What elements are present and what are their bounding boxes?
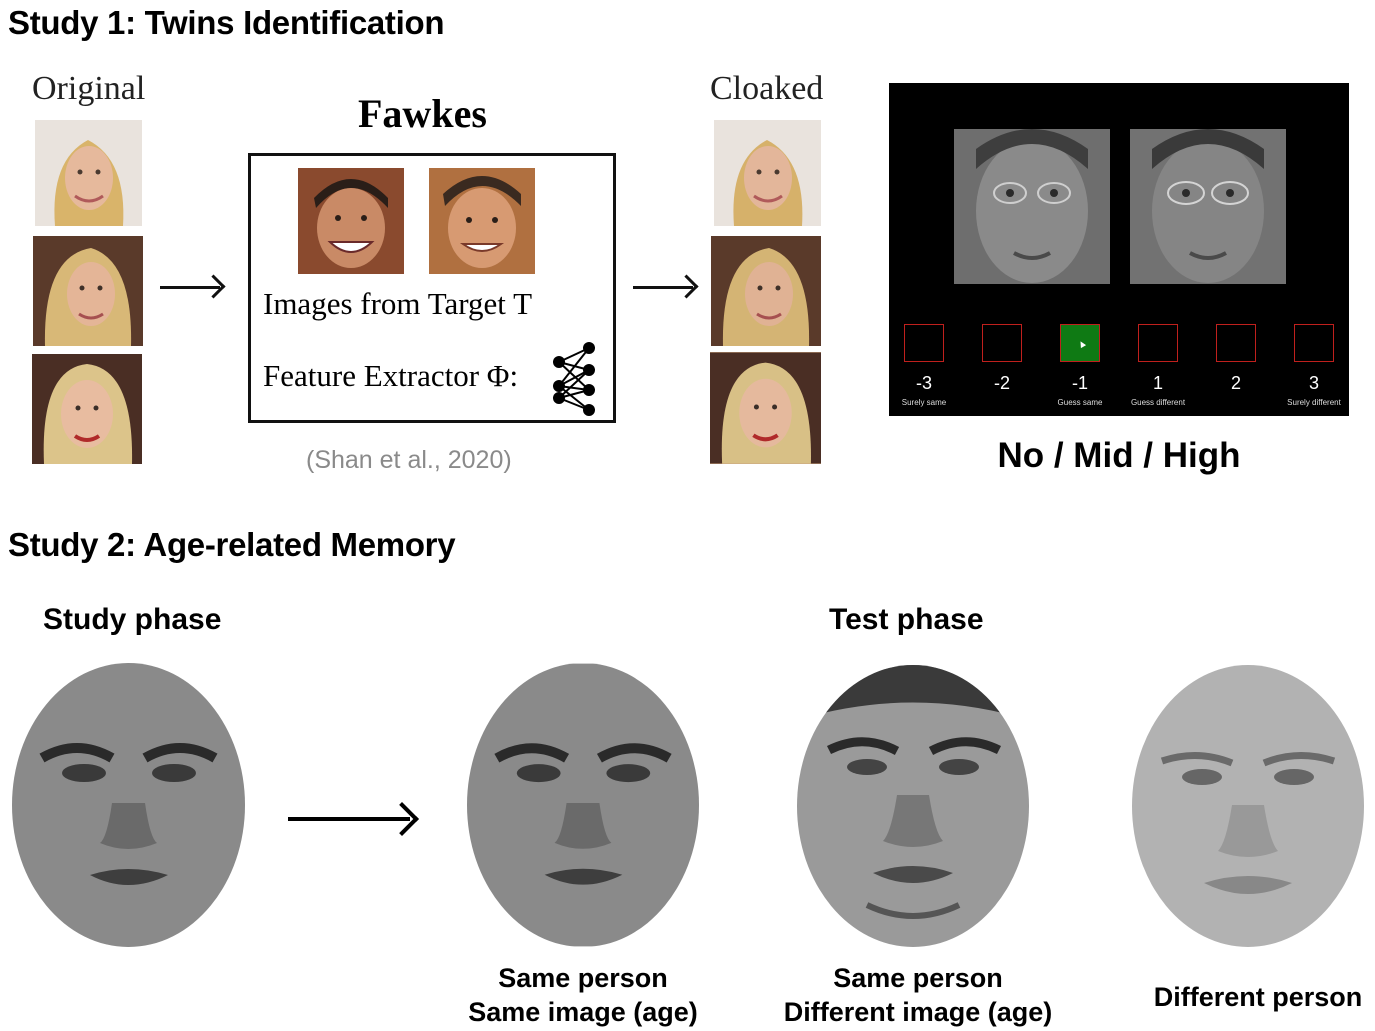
- target-face-1: [298, 168, 404, 274]
- cloaked-face-1: [714, 120, 821, 226]
- caption-different-image-line2: Different image (age): [783, 997, 1053, 1027]
- rating-box-2[interactable]: [1216, 324, 1256, 362]
- original-face-2: [33, 236, 143, 346]
- arrow-to-cloaked: [633, 286, 693, 289]
- caption-different-image-line1: Same person: [833, 963, 1003, 993]
- original-face-3: [32, 354, 142, 464]
- rating-value: -1: [1071, 373, 1088, 393]
- cloaked-face-3: [710, 352, 821, 464]
- test-face-same-image: [467, 663, 699, 947]
- twin-face-left: [954, 129, 1110, 284]
- rating-box-3[interactable]: [1294, 324, 1334, 362]
- rating-box-1[interactable]: [1138, 324, 1178, 362]
- experiment-screen: -3 -2 -1 1 2 3 Surely same Guess same Gu…: [889, 83, 1349, 416]
- study1-title: Study 1: Twins Identification: [8, 4, 445, 41]
- rating-sublabel: Guess same: [1057, 398, 1103, 407]
- citation: (Shan et al., 2020): [306, 446, 512, 474]
- caption-different-image: Same person Different image (age): [760, 961, 1076, 1029]
- twin-face-right: [1130, 129, 1286, 284]
- caption-same-image-line2: Same image (age): [468, 997, 698, 1027]
- rating-box-minus2[interactable]: [982, 324, 1022, 362]
- rating-value: 3: [1308, 373, 1319, 393]
- fawkes-box: Images from Target T Feature Extractor Φ…: [248, 153, 616, 423]
- fawkes-title: Fawkes: [358, 91, 487, 136]
- test-face-different-image: [797, 665, 1029, 947]
- neural-network-icon: [553, 342, 595, 416]
- cloaked-face-2: [711, 236, 821, 346]
- levels-label: No / Mid / High: [997, 436, 1241, 475]
- rating-value: -2: [993, 373, 1010, 393]
- study2-title: Study 2: Age-related Memory: [8, 526, 456, 563]
- caption-same-image: Same person Same image (age): [442, 961, 724, 1029]
- arrow-head-icon: [385, 802, 419, 836]
- rating-box-minus3[interactable]: [904, 324, 944, 362]
- study-to-test-arrow: [288, 802, 419, 836]
- fawkes-line1: Images from Target T: [263, 286, 533, 321]
- rating-sublabel: Guess different: [1130, 398, 1186, 407]
- original-label: Original: [32, 70, 146, 107]
- rating-box-minus1[interactable]: [1060, 324, 1100, 362]
- test-phase-label: Test phase: [829, 603, 984, 636]
- caption-same-image-line1: Same person: [498, 963, 668, 993]
- rating-value: 1: [1152, 373, 1163, 393]
- original-face-1: [35, 120, 142, 226]
- cloaked-label: Cloaked: [710, 70, 824, 107]
- rating-value: 2: [1230, 373, 1241, 393]
- arrow-to-fawkes: [160, 286, 220, 289]
- rating-value: -3: [915, 373, 932, 393]
- fawkes-line2: Feature Extractor Φ:: [263, 358, 519, 393]
- rating-sublabel: Surely different: [1287, 398, 1341, 407]
- rating-sublabel: Surely same: [901, 398, 947, 407]
- study-face: [12, 663, 245, 947]
- test-face-different-person: [1132, 665, 1364, 947]
- study-phase-label: Study phase: [43, 603, 222, 636]
- caption-different-person: Different person: [1153, 982, 1363, 1012]
- target-face-2: [429, 168, 535, 274]
- cursor-icon: [1077, 339, 1087, 349]
